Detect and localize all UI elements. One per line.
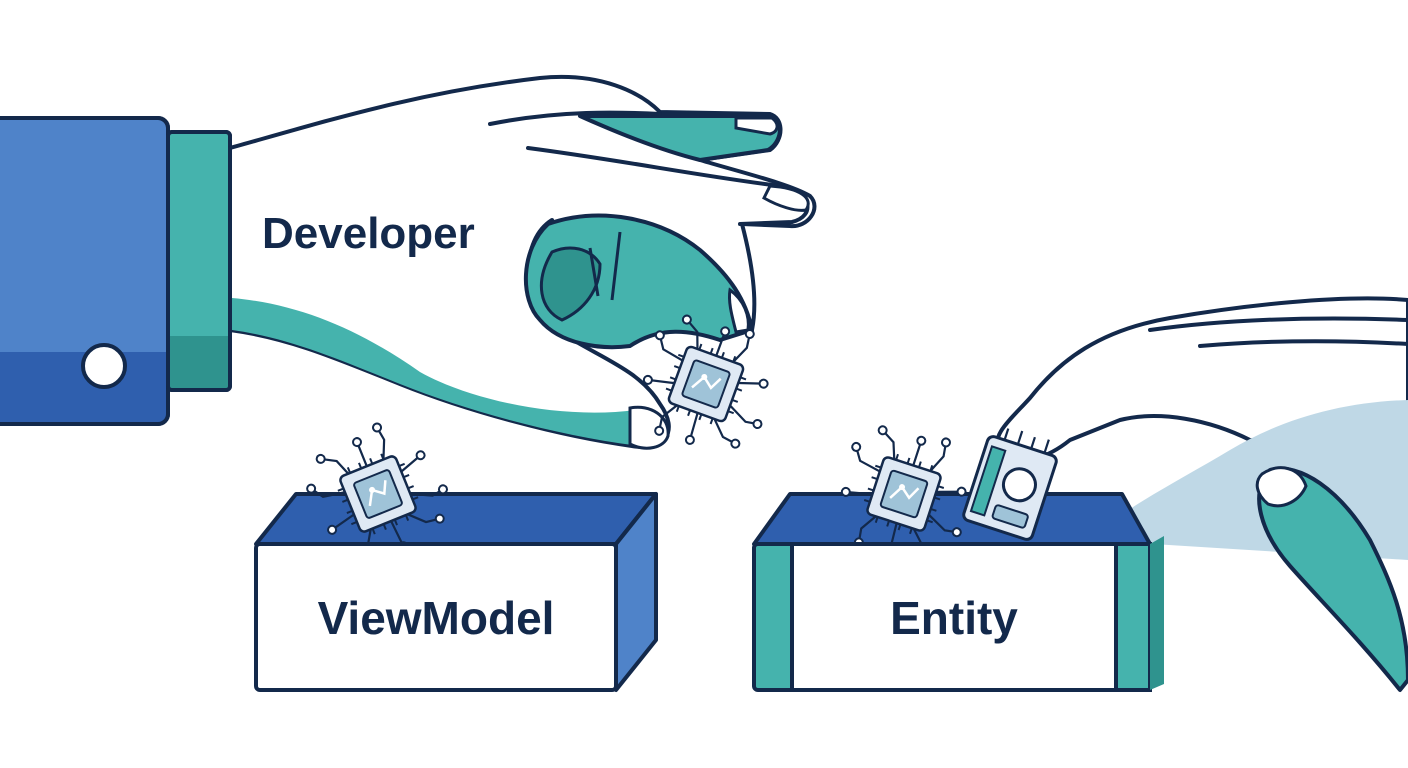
entity-label: Entity — [890, 592, 1018, 644]
sleeve-icon — [0, 116, 232, 426]
entity-box — [752, 410, 1164, 692]
module-chip-icon — [962, 428, 1058, 541]
viewmodel-box — [254, 406, 658, 692]
right-hand — [995, 296, 1408, 692]
developer-hand — [228, 75, 817, 450]
viewmodel-label: ViewModel — [318, 592, 555, 644]
developer-label: Developer — [262, 209, 475, 258]
cufflink-button-icon — [81, 343, 127, 389]
